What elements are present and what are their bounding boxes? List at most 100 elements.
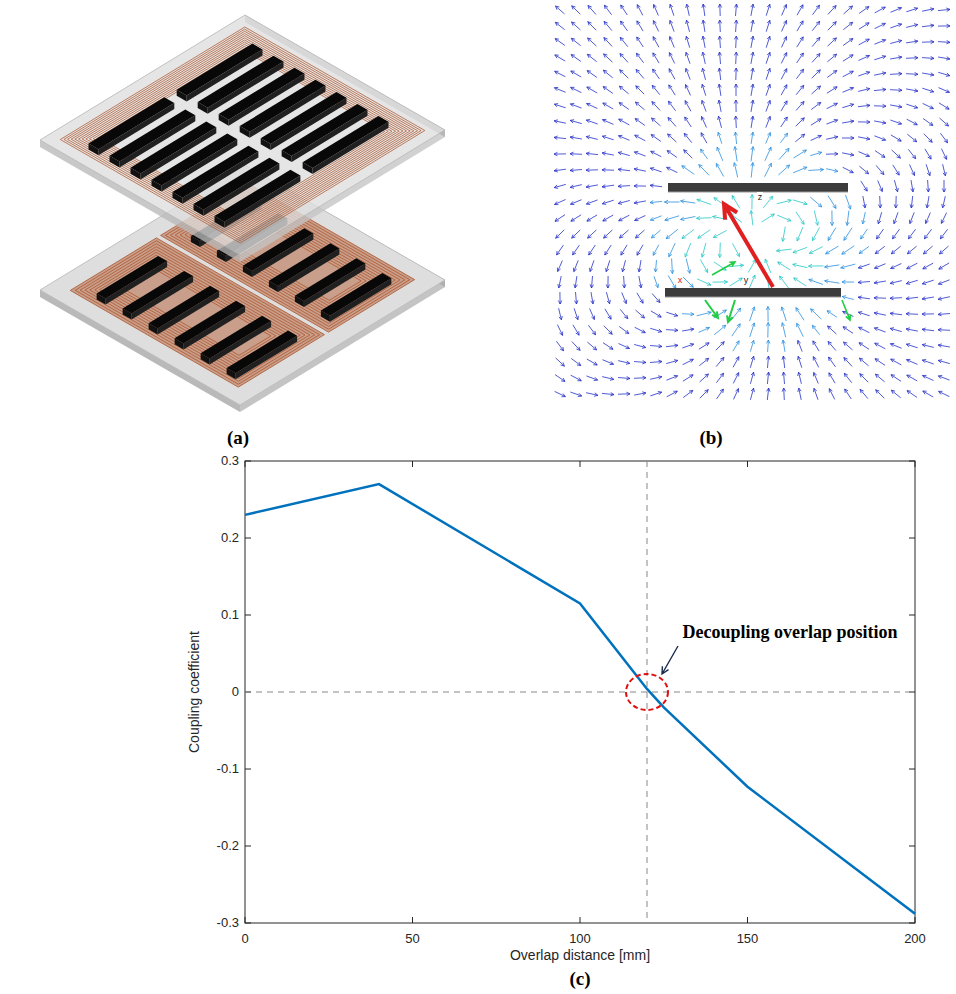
field-arrow: [858, 120, 870, 124]
field-arrow: [798, 356, 802, 367]
field-arrow: [844, 6, 853, 14]
coil-winding: [60, 27, 425, 243]
field-arrow: [925, 213, 930, 224]
field-arrow: [938, 40, 950, 44]
field-arrow: [890, 72, 902, 76]
field-arrow: [732, 196, 740, 209]
field-arrow: [939, 391, 950, 396]
field-arrow: [588, 6, 596, 15]
field-arrow: [718, 116, 722, 128]
field-arrow: [734, 20, 738, 32]
field-arrow: [667, 151, 677, 158]
field-arrow: [779, 148, 789, 159]
field-arrow: [891, 375, 901, 382]
field-arrow: [603, 343, 613, 350]
field-arrow: [781, 53, 786, 64]
field-arrow: [826, 136, 838, 140]
field-arrow: [634, 345, 646, 349]
field-arrow: [766, 36, 770, 47]
field-arrow: [637, 293, 643, 303]
field-arrow: [716, 164, 723, 177]
field-arrow: [843, 55, 853, 61]
field-arrow: [751, 116, 754, 128]
field-arrow: [665, 200, 680, 204]
field-arrow: [570, 104, 581, 109]
field-arrow: [766, 68, 770, 79]
field-arrow: [603, 119, 614, 124]
field-arrow: [636, 310, 645, 318]
field-arrow: [591, 292, 594, 304]
x-tick: [412, 461, 413, 467]
field-arrow: [668, 118, 676, 127]
x-tick: [747, 917, 748, 923]
field-arrow: [702, 20, 706, 32]
field-arrow: [809, 247, 822, 254]
field-arrow: [940, 229, 947, 239]
field-arrow: [605, 245, 611, 255]
field-arrow: [828, 326, 837, 334]
field-arrow: [732, 324, 740, 336]
field-arrow: [666, 375, 677, 380]
field-arrow: [573, 260, 578, 271]
callout-arrow: [662, 646, 678, 674]
field-arrow: [654, 276, 659, 287]
field-arrow: [571, 71, 581, 77]
field-arrow: [639, 276, 642, 288]
field-arrow: [751, 68, 755, 80]
field-arrow: [650, 392, 661, 396]
field-arrow: [943, 164, 947, 176]
field-arrow: [939, 263, 949, 269]
coil-winding: [85, 247, 310, 379]
field-arrow: [573, 325, 579, 335]
field-arrow: [828, 38, 837, 46]
coil-winding: [97, 49, 389, 222]
field-arrow: [556, 6, 565, 14]
field-arrow: [827, 54, 836, 62]
field-arrow: [681, 200, 696, 204]
field-arrow: [586, 152, 598, 156]
field-arrow: [843, 87, 854, 92]
field-arrow: [650, 168, 661, 172]
field-arrow: [843, 39, 853, 46]
field-arrow: [555, 391, 566, 396]
field-arrow: [668, 101, 675, 111]
field-arrow: [651, 230, 660, 238]
field-arrow: [700, 374, 709, 382]
field-arrow: [555, 22, 564, 29]
field-arrow: [938, 72, 950, 76]
field-arrow: [875, 23, 886, 28]
field-arrow: [570, 392, 581, 397]
field-arrow: [763, 196, 772, 208]
field-arrow: [939, 103, 949, 109]
field-arrow: [750, 323, 755, 337]
field-arrow: [635, 327, 646, 332]
field-arrow: [942, 196, 946, 208]
field-arrow: [670, 20, 675, 31]
field-arrow: [922, 8, 934, 11]
field-arrow: [734, 147, 737, 162]
field-arrow: [841, 264, 856, 269]
field-arrow: [793, 263, 808, 267]
field-arrow: [890, 328, 902, 332]
field-arrow: [877, 229, 884, 239]
field-arrow: [555, 200, 566, 205]
axis-mark: y: [743, 275, 750, 285]
ferrite-bar: [227, 331, 298, 374]
field-arrow: [713, 231, 726, 238]
field-arrow: [827, 311, 837, 318]
field-arrow: [829, 373, 835, 383]
field-arrow: [669, 53, 674, 64]
field-arrow: [923, 391, 933, 397]
field-arrow: [894, 212, 899, 223]
field-arrow: [650, 184, 662, 187]
y-tick: [245, 923, 251, 924]
field-arrow: [878, 181, 883, 192]
field-arrow: [603, 70, 612, 78]
field-arrow: [911, 180, 914, 192]
field-arrow: [922, 56, 934, 60]
field-arrow: [734, 52, 738, 64]
field-arrow: [796, 102, 804, 111]
field-arrow: [604, 38, 612, 47]
field-arrow: [586, 136, 598, 140]
